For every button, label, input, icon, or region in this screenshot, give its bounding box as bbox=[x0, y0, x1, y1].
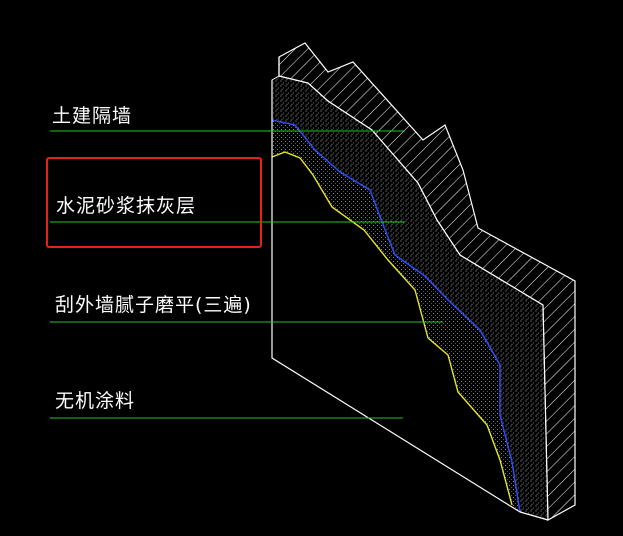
leader-lines bbox=[50, 130, 443, 419]
paint-face-outline bbox=[271, 80, 549, 521]
label-cement-mortar: 水泥砂浆抹灰层 bbox=[56, 195, 197, 217]
paint-edge-line bbox=[271, 151, 513, 506]
label-partition-wall: 土建隔墙 bbox=[52, 105, 133, 127]
label-inorganic-paint: 无机涂料 bbox=[55, 390, 136, 412]
putty-edge-line bbox=[271, 119, 521, 513]
label-putty: 刮外墙腻子磨平(三遍) bbox=[55, 294, 252, 316]
highlight-box bbox=[46, 157, 262, 248]
